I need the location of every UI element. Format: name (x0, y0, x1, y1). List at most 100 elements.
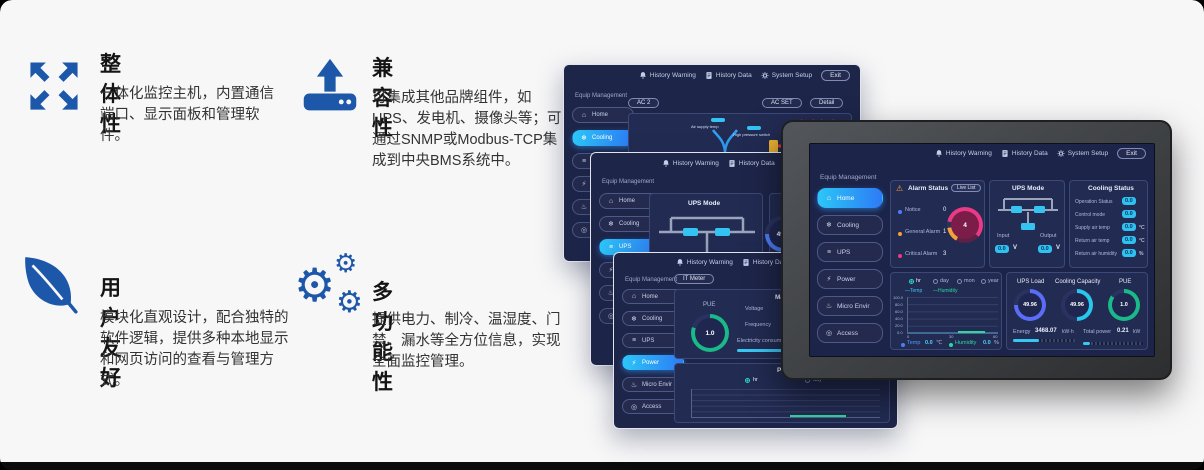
home-icon: ⌂ (608, 197, 614, 205)
panel-title: Alarm Status (908, 185, 949, 192)
x-tick: 60 (993, 334, 998, 339)
sidebar-title: Equip Management (820, 174, 877, 181)
access-icon: ◎ (580, 227, 588, 234)
history-data-button[interactable]: History Data (1001, 149, 1048, 158)
radio-mon[interactable] (957, 279, 962, 284)
cooling-row-value: 0.0 (1122, 197, 1136, 205)
radio-day[interactable] (933, 279, 938, 284)
input-value: 0.0 (995, 245, 1009, 253)
sidebar-item-home[interactable]: ⌂Home (572, 107, 634, 123)
kpi-gauges-panel: UPS Load Cooling Capacity PUE 49.96 49.9… (1006, 272, 1148, 350)
exit-button[interactable]: Exit (1117, 147, 1146, 159)
total-power-label: Total power (1083, 329, 1112, 335)
radio-year[interactable] (981, 279, 986, 284)
radio-year-label[interactable]: year (988, 278, 999, 284)
diagram-label-supply-temp: Air supply temp (691, 124, 719, 129)
radio-hr-label[interactable]: hr (916, 278, 921, 284)
bell-icon (677, 258, 683, 266)
detail-button[interactable]: Detail (810, 98, 844, 108)
radio-day-label[interactable]: day (940, 278, 949, 284)
sidebar-title: Equip Management (575, 93, 628, 99)
panel-title: UPS Mode (688, 200, 721, 207)
sidebar-item-cooling[interactable]: ❄Cooling (572, 130, 634, 146)
document-icon (743, 258, 749, 266)
sidebar-item-power[interactable]: ⚡Power (622, 355, 684, 370)
alarm-status-panel: ⚠ Alarm Status Live List Notice 0 Genera… (890, 180, 985, 268)
battery-icon: ≡ (608, 243, 614, 251)
power-icon: ⚡ (826, 276, 832, 283)
feature-title: 兼容性 (372, 57, 393, 140)
tab-ac2[interactable]: AC 2 (628, 98, 660, 108)
total-power-value: 0.21 (1117, 328, 1129, 334)
document-icon (729, 159, 735, 167)
general-alarm-label: General Alarm (905, 229, 941, 235)
notice-label: Notice (905, 207, 921, 213)
temp-value: 0.0 (925, 340, 933, 346)
y-tick: 80.0 (895, 302, 903, 307)
environment-icon: ♨ (825, 303, 833, 310)
sidebar-item-cooling[interactable]: ❄Cooling (817, 215, 883, 235)
radio-mon-label[interactable]: mon (964, 278, 975, 284)
radio-hr-label[interactable]: hr (753, 377, 758, 383)
environment-icon: ♨ (630, 381, 638, 389)
history-data-button[interactable]: History Data (728, 159, 775, 168)
bell-icon (640, 71, 646, 79)
gears-icon: ⚙ ⚙ ⚙ (294, 250, 364, 320)
ups-load-gauge: 49.96 (1014, 289, 1046, 321)
radio-day-label[interactable]: day (813, 377, 822, 383)
input-label: Input (997, 233, 1010, 239)
pue-label: PUE (703, 302, 716, 308)
exit-button[interactable]: Exit (821, 69, 850, 81)
diagram-label-high-switch: High pressure switch (733, 132, 770, 137)
snowflake-icon: ❄ (608, 221, 614, 228)
humidity-unit: % (994, 340, 999, 346)
general-alarm-count: 1 (943, 229, 947, 235)
cooling-row-label: Operation Status (1075, 199, 1113, 205)
sidebar-item-access[interactable]: ◎Access (817, 323, 883, 343)
feature-body: 一体化监控主机，内置通信端口、显示面板和管理软件。 (100, 86, 274, 145)
system-setup-button[interactable]: System Setup (761, 71, 812, 80)
history-warning-button[interactable]: History Warning (662, 159, 719, 168)
radio-hr[interactable] (745, 378, 750, 383)
env-trend-chart (907, 297, 998, 334)
cooling-status-panel: Cooling Status Operation Status 0.0 Cont… (1069, 180, 1148, 268)
sidebar-item-home[interactable]: ⌂Home (817, 188, 883, 208)
history-warning-button[interactable]: History Warning (935, 149, 992, 158)
frequency-label: Frequency (745, 322, 771, 328)
environment-icon: ♨ (607, 290, 615, 297)
y-tick: 60.0 (895, 309, 903, 314)
ac-set-button[interactable]: AC SET (762, 98, 802, 108)
y-tick: 100.0 (893, 295, 904, 300)
leaf-icon (25, 257, 78, 314)
humidity-series-line (957, 331, 985, 333)
pue-gauge: 1.0 (691, 314, 729, 352)
bell-icon (663, 159, 669, 167)
power-series-line (789, 415, 847, 417)
battery-icon: ≡ (826, 248, 832, 256)
snowflake-icon: ❄ (826, 222, 832, 229)
gear-icon (761, 71, 769, 79)
history-warning-button[interactable]: History Warning (639, 71, 696, 80)
live-list-button[interactable]: Live List (951, 184, 982, 192)
warning-triangle-icon: ⚠ (896, 184, 904, 193)
gear-icon: ⚙ (336, 286, 363, 319)
power-icon: ⚡ (581, 181, 587, 188)
system-setup-button[interactable]: System Setup (1057, 149, 1108, 158)
sidebar-item-micro-envir[interactable]: ♨Micro Envir (817, 296, 883, 316)
sidebar-item-ups[interactable]: ≡UPS (599, 239, 661, 255)
feature-body: 模块化直观设计，配合独特的软件逻辑，提供多种本地显示和网页访问的查看与管理方式。 (100, 310, 289, 390)
history-warning-button[interactable]: History Warning (676, 258, 733, 267)
temp-dot (901, 343, 905, 347)
sidebar-item-power[interactable]: ⚡Power (817, 269, 883, 289)
sidebar-title: Equip Management (625, 277, 678, 283)
radio-hr[interactable] (909, 279, 914, 284)
sidebar-item-ups[interactable]: ≡UPS (817, 242, 883, 262)
tab-it-meter[interactable]: IT Meter (674, 274, 715, 284)
history-data-button[interactable]: History Data (742, 258, 789, 267)
feature-title: 多功能性 (372, 281, 393, 394)
energy-unit: kW·h (1062, 329, 1074, 335)
env-trend-panel: hr day mon year —Temp —Humidity 100.0 80… (890, 272, 1002, 350)
history-data-button[interactable]: History Data (705, 71, 752, 80)
